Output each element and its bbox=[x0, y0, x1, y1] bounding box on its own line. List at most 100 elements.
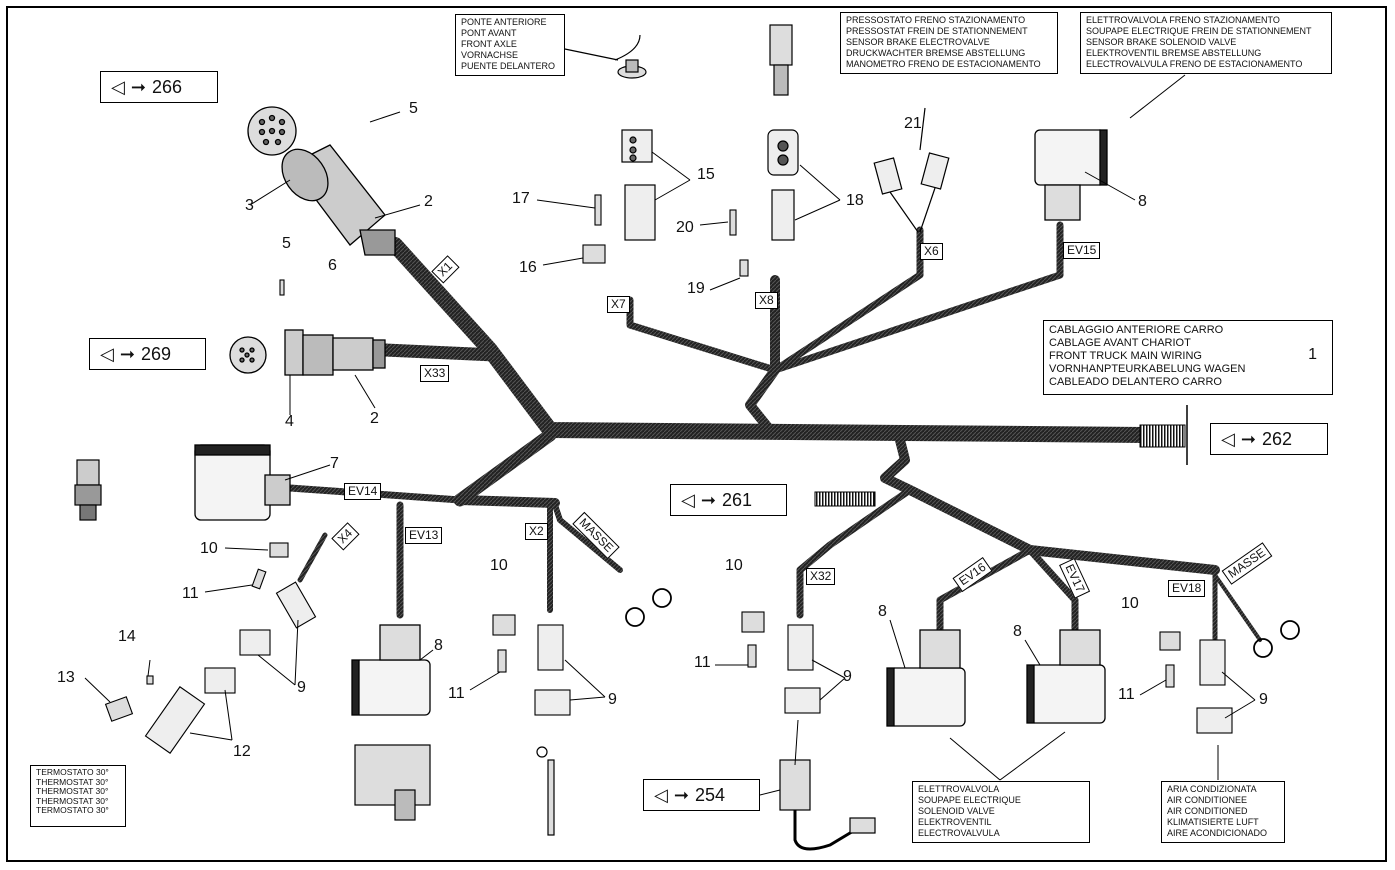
connector-15 bbox=[621, 129, 656, 241]
callout-3: 3 bbox=[245, 197, 254, 214]
box-line: THERMOSTAT 30° bbox=[36, 776, 109, 787]
ref-label: 254 bbox=[694, 784, 725, 805]
front-truck-wiring-box: CABLAGGIO ANTERIORE CARRO CABLAGE AVANT … bbox=[1043, 320, 1333, 395]
box-line: VORNACHSE bbox=[461, 50, 519, 60]
harness-sleeve bbox=[1139, 424, 1186, 448]
bottom-devices bbox=[354, 744, 876, 851]
ref-261[interactable]: ◁ ➞ 261 bbox=[670, 484, 787, 516]
solenoid-brake-box: ELETTROVALVOLA FRENO STAZIONAMENTO SOUPA… bbox=[1080, 12, 1332, 74]
solenoid-ev16 bbox=[886, 629, 966, 727]
ref-254[interactable]: ◁ ➞ 254 bbox=[643, 779, 760, 811]
harness-sleeve-261 bbox=[814, 491, 876, 507]
front-axle-sensor bbox=[559, 34, 647, 79]
box-line: DRUCKWACHTER BREMSE ABSTELLUNG bbox=[846, 48, 1026, 58]
callout-18: 18 bbox=[846, 192, 864, 209]
ref-262[interactable]: ◁ ➞ 262 bbox=[1210, 423, 1328, 455]
eye-icon: ◁ bbox=[111, 76, 125, 97]
callout-5: 5 bbox=[409, 100, 418, 117]
solenoid-ev13 bbox=[351, 624, 431, 716]
box-line: SOUPAPE ELECTRIQUE bbox=[918, 795, 1021, 805]
solenoid-ev15 bbox=[1034, 129, 1108, 221]
callout-21: 21 bbox=[904, 115, 922, 132]
callout-5b: 5 bbox=[282, 235, 291, 252]
tag-ev18: EV18 bbox=[1168, 580, 1206, 597]
box-line: ELEKTROVENTIL bbox=[918, 817, 992, 827]
solenoid-valve-box: ELETTROVALVOLA SOUPAPE ELECTRIQUE SOLENO… bbox=[912, 781, 1090, 843]
callout-16: 16 bbox=[519, 259, 537, 276]
arrow-right-icon: ➞ bbox=[1240, 428, 1256, 449]
thermostat-sensor bbox=[74, 459, 102, 521]
tag-ev14: EV14 bbox=[344, 483, 382, 500]
callout-15: 15 bbox=[697, 166, 715, 183]
arrow-right-icon: ➞ bbox=[130, 76, 146, 97]
box-line: ELETTROVALVOLA bbox=[918, 784, 1000, 794]
callout-9b: 9 bbox=[608, 691, 617, 708]
box-line: SENSOR BRAKE ELECTROVALVE bbox=[846, 37, 990, 47]
tag-x2: X2 bbox=[525, 523, 548, 540]
ref-label: 261 bbox=[721, 489, 752, 510]
box-line: VORNHANPTEURKABELUNG WAGEN bbox=[1049, 363, 1246, 375]
callout-8d: 8 bbox=[1013, 623, 1022, 640]
callout-19: 19 bbox=[687, 280, 705, 297]
box-line: FRONT TRUCK MAIN WIRING bbox=[1049, 350, 1202, 362]
box-line: SOUPAPE ELECTRIQUE FREIN DE STATIONNEMEN… bbox=[1086, 26, 1312, 36]
callout-10d: 10 bbox=[1121, 595, 1139, 612]
ref-269[interactable]: ◁ ➞ 269 bbox=[89, 338, 206, 370]
callout-8b: 8 bbox=[1138, 193, 1147, 210]
box-line: AIR CONDITIONED bbox=[1167, 806, 1248, 816]
wiring-ref-number: 1 bbox=[1308, 346, 1317, 363]
callout-10: 10 bbox=[200, 540, 218, 557]
box-line: ELECTROVALVULA FRENO DE ESTACIONAMENTO bbox=[1086, 59, 1303, 69]
main-harness bbox=[286, 221, 1262, 643]
callout-4: 4 bbox=[285, 413, 294, 430]
eye-icon: ◁ bbox=[681, 489, 695, 510]
box-line: ELETTROVALVOLA FRENO STAZIONAMENTO bbox=[1086, 15, 1280, 25]
box-line: TERMOSTATO 30° bbox=[36, 767, 109, 777]
box-line: CABLAGE AVANT CHARIOT bbox=[1049, 337, 1191, 349]
box-line: PRESSOSTAT FREIN DE STATIONNEMENT bbox=[846, 26, 1028, 36]
callout-14: 14 bbox=[118, 628, 136, 645]
callout-9d: 9 bbox=[1259, 691, 1268, 708]
drawing-frame bbox=[6, 6, 1387, 862]
callout-11: 11 bbox=[182, 585, 199, 602]
thermostat-box: TERMOSTATO 30° THERMOSTAT 30° THERMOSTAT… bbox=[30, 765, 126, 827]
connector-18 bbox=[767, 129, 799, 241]
box-line: SOLENOID VALVE bbox=[918, 806, 995, 816]
box-line: THERMOSTAT 30° bbox=[36, 786, 109, 797]
callout-12: 12 bbox=[233, 743, 251, 760]
ref-label: 266 bbox=[151, 76, 182, 97]
ref-label: 262 bbox=[1261, 428, 1292, 449]
tag-ev15: EV15 bbox=[1063, 242, 1101, 259]
callout-11b: 11 bbox=[448, 685, 465, 702]
connector-9-group bbox=[144, 581, 1233, 754]
tag-x7: X7 bbox=[607, 296, 630, 313]
box-line: PONT AVANT bbox=[461, 28, 517, 38]
box-line: CABLAGGIO ANTERIORE CARRO bbox=[1049, 324, 1224, 336]
pressure-switch-device bbox=[769, 24, 793, 96]
connector-x1 bbox=[247, 106, 396, 256]
callout-17: 17 bbox=[512, 190, 530, 207]
pressure-switch-box: PRESSOSTATO FRENO STAZIONAMENTO PRESSOST… bbox=[840, 12, 1058, 74]
arrow-right-icon: ➞ bbox=[119, 343, 135, 364]
tag-x32: X32 bbox=[806, 568, 836, 585]
callout-20: 20 bbox=[676, 219, 694, 236]
box-line: TERMOSTATO 30° bbox=[36, 805, 109, 816]
tag-x6: X6 bbox=[920, 243, 943, 260]
callout-11d: 11 bbox=[1118, 686, 1135, 703]
callout-8c: 8 bbox=[878, 603, 887, 620]
box-line: MANOMETRO FRENO DE ESTACIONAMENTO bbox=[846, 59, 1041, 69]
callout-7: 7 bbox=[330, 455, 339, 472]
callout-8: 8 bbox=[434, 637, 443, 654]
box-line: KLIMATISIERTE LUFT bbox=[1167, 817, 1259, 827]
box-line: ELEKTROVENTIL BREMSE ABSTELLUNG bbox=[1086, 48, 1262, 58]
callout-10c: 10 bbox=[725, 557, 743, 574]
eye-icon: ◁ bbox=[1221, 428, 1235, 449]
sensor-21 bbox=[873, 107, 950, 233]
box-line: PUENTE DELANTERO bbox=[461, 61, 556, 71]
callout-9: 9 bbox=[297, 679, 306, 696]
ref-266[interactable]: ◁ ➞ 266 bbox=[100, 71, 218, 103]
callout-2b: 2 bbox=[370, 410, 379, 427]
box-line: FRONT AXLE bbox=[461, 39, 517, 49]
box-line: AIRE ACONDICIONADO bbox=[1167, 828, 1268, 838]
